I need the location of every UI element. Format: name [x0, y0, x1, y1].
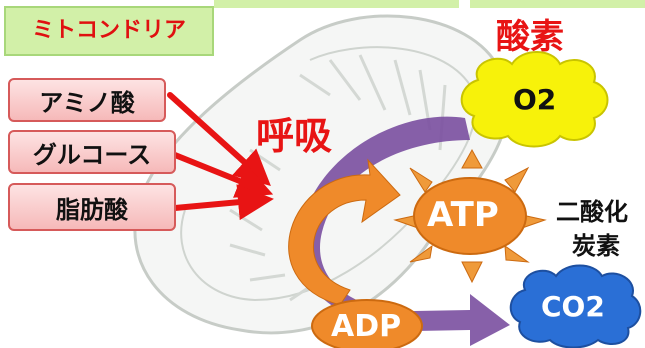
- co2-formula: CO2: [541, 290, 605, 323]
- page-title: ミトコンドリア: [31, 18, 186, 43]
- input-tag-glucose: グルコース: [8, 130, 176, 174]
- atp-label: ATP: [427, 195, 499, 235]
- input-label: アミノ酸: [39, 88, 135, 117]
- atp-synthesis-arrow: [288, 158, 401, 306]
- atp-sunburst: [393, 148, 547, 284]
- co2-cloud: [509, 264, 642, 348]
- title-box: ミトコンドリア: [4, 6, 214, 56]
- top-banner-strip: [214, 0, 459, 8]
- respiration-label: 呼吸: [256, 114, 333, 158]
- input-label: 脂肪酸: [56, 195, 128, 224]
- input-tag-fatty-acid: 脂肪酸: [8, 183, 176, 231]
- oxygen-formula: O2: [513, 83, 557, 116]
- co2-label-line2: 炭素: [572, 232, 620, 260]
- oxygen-cloud: [460, 51, 609, 148]
- electron-transport-cycle-arrows: [298, 116, 510, 346]
- input-tag-amino-acid: アミノ酸: [8, 78, 166, 122]
- oxygen-label: 酸素: [496, 17, 564, 57]
- co2-label-line1: 二酸化: [556, 198, 628, 226]
- input-arrows: [167, 92, 274, 221]
- adp-label: ADP: [331, 309, 402, 344]
- top-banner-strip-right: [470, 0, 645, 8]
- input-label: グルコース: [32, 140, 152, 169]
- adp-ellipse: [311, 299, 423, 348]
- atp-core: [413, 177, 527, 255]
